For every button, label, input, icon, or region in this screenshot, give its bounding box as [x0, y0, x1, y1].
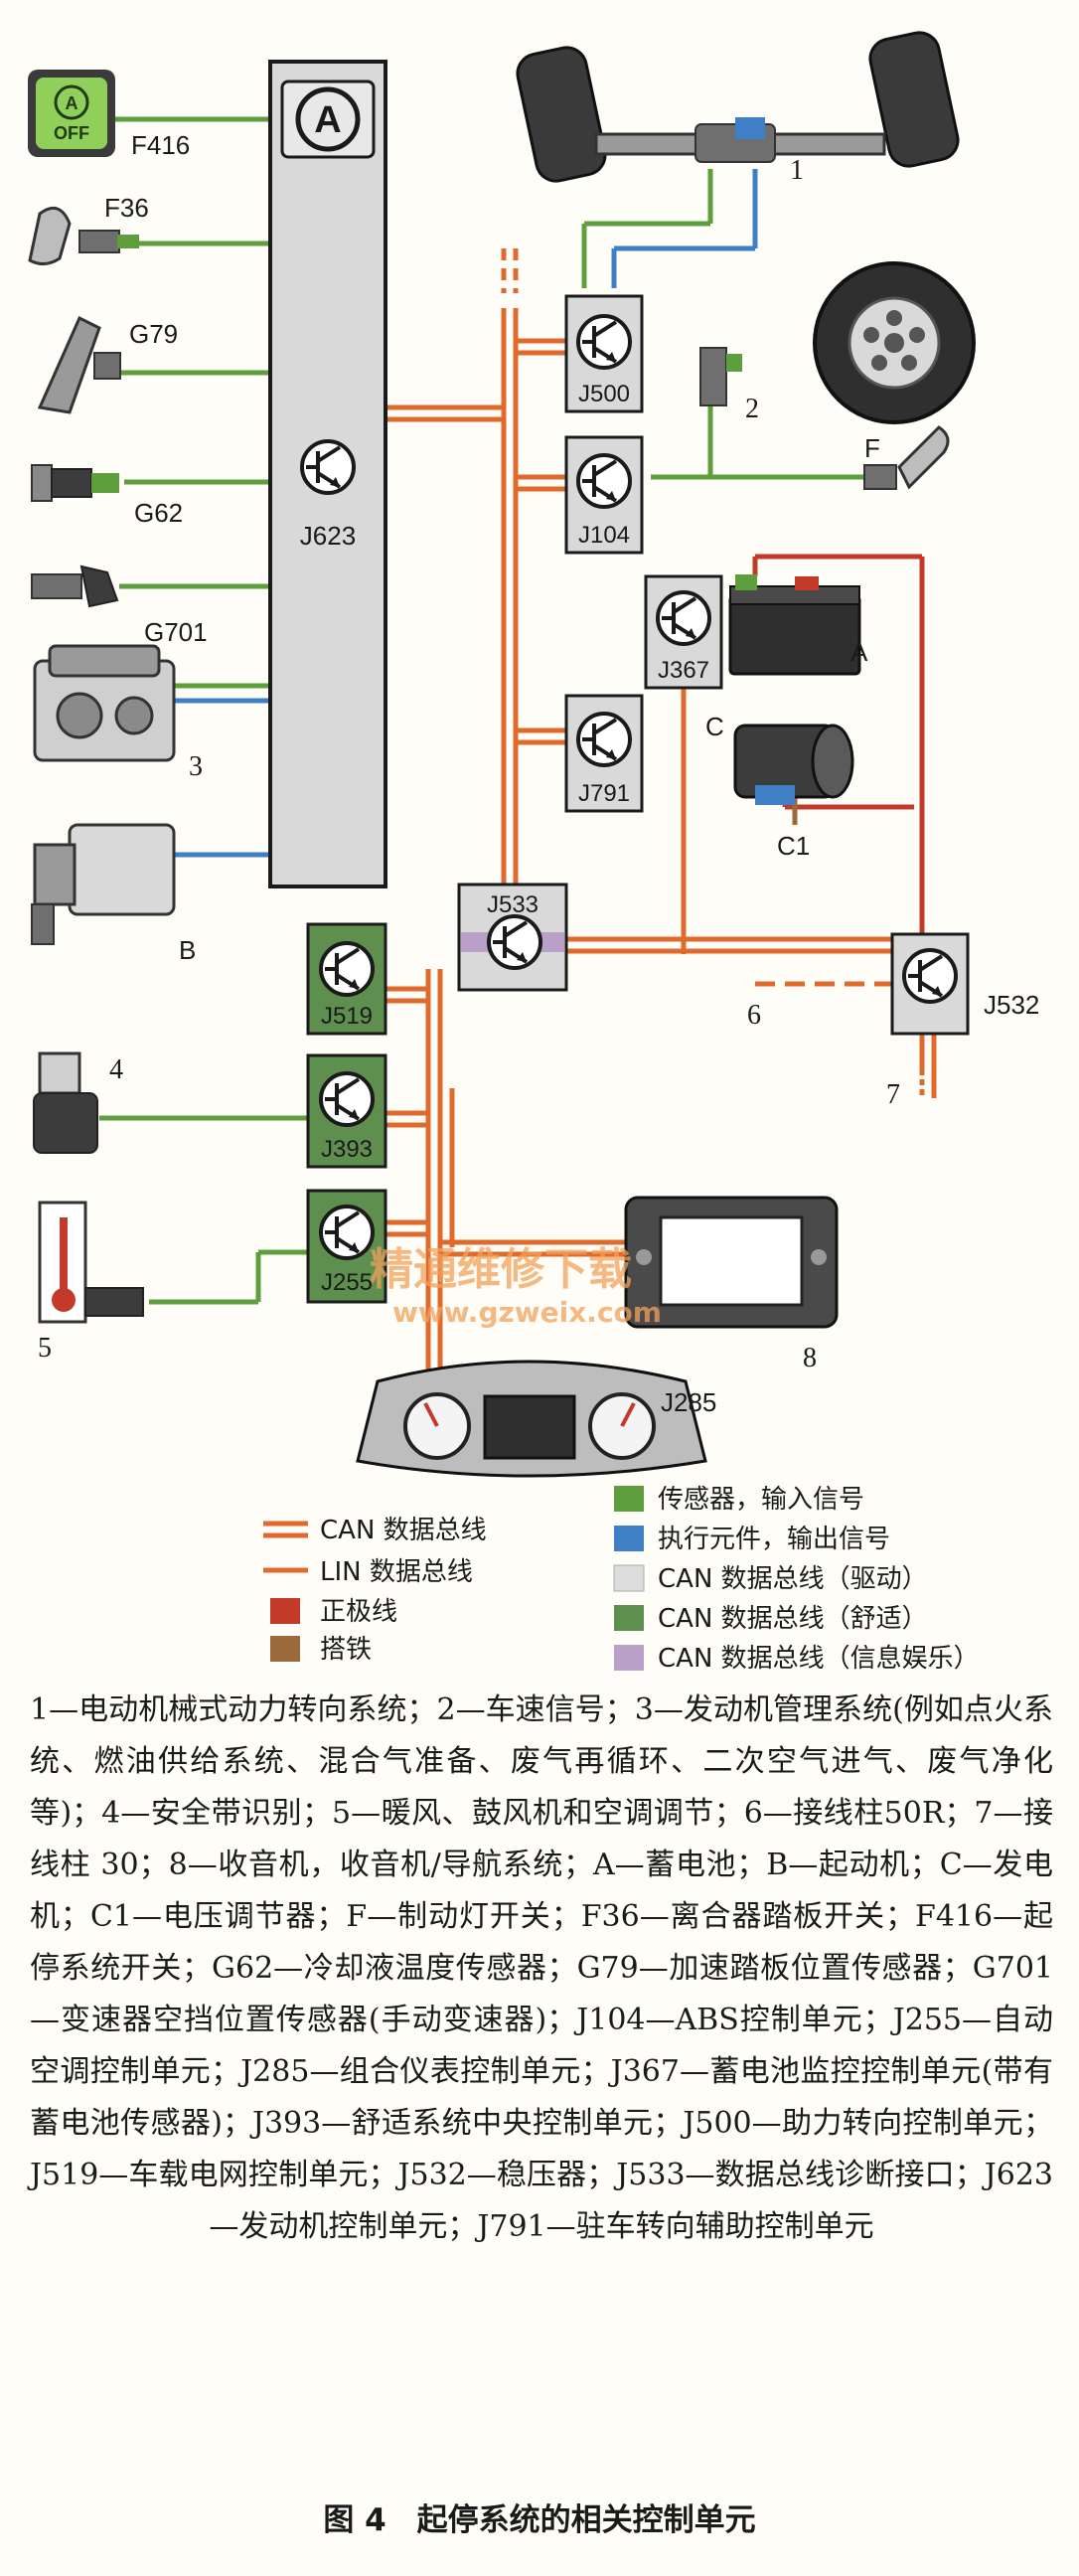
label-j532: J532: [984, 990, 1039, 1020]
j791-ecu: J791: [564, 694, 644, 813]
label-1: 1: [790, 155, 804, 186]
label-f: F: [864, 433, 880, 463]
j519-ecu: J519: [306, 922, 387, 1036]
neutral-position-sensor-icon: [31, 564, 119, 608]
j533-gateway: J533: [457, 883, 568, 992]
label-j791: J791: [578, 780, 630, 807]
svg-text:A: A: [314, 99, 341, 141]
label-j393: J393: [321, 1136, 373, 1163]
label-c1: C1: [777, 831, 810, 861]
can-bus-lines: [385, 248, 937, 1369]
radio-navigation-icon: [624, 1196, 839, 1329]
engine-icon: [33, 644, 176, 762]
accelerator-pedal-icon: [37, 315, 121, 414]
label-j255: J255: [321, 1269, 373, 1296]
label-7: 7: [886, 1079, 900, 1110]
label-c: C: [705, 712, 724, 741]
j255-ecu: J255: [306, 1189, 387, 1304]
watermark-url: www.gzweix.com: [392, 1296, 662, 1329]
actuator-wires: [139, 169, 758, 858]
j104-ecu: J104: [564, 435, 644, 555]
j532-ecu: [890, 932, 970, 1036]
label-g701: G701: [144, 617, 208, 647]
label-j104: J104: [578, 522, 630, 549]
label-f416: F416: [131, 130, 190, 160]
label-j623: J623: [300, 521, 356, 551]
legend-lin: LIN 数据总线: [320, 1557, 473, 1587]
label-4: 4: [109, 1054, 123, 1085]
legend-actuator: 执行元件，输出信号: [658, 1525, 890, 1554]
legend-can-info: CAN 数据总线（信息娱乐）: [658, 1644, 980, 1674]
label-8: 8: [803, 1343, 817, 1373]
figure-caption: 1—电动机械式动力转向系统；2—车速信号；3—发动机管理系统(例如点火系统、燃油…: [30, 1692, 1053, 2244]
coolant-temp-sensor-icon: [31, 464, 119, 502]
watermark-text: 精通维修下载: [370, 1244, 632, 1295]
legend-ground: 搭铁: [320, 1635, 372, 1665]
label-3: 3: [189, 751, 203, 782]
positive-wires: [752, 554, 925, 934]
label-g79: G79: [129, 319, 178, 349]
sensor-wires: [99, 116, 864, 1305]
legend: CAN 数据总线 LIN 数据总线 正极线 搭铁 传感器，输入信号 执行元件，输…: [263, 1485, 980, 1674]
brake-light-switch-icon: [863, 425, 950, 490]
label-5: 5: [38, 1333, 52, 1364]
j500-ecu: J500: [564, 294, 644, 413]
label-j500: J500: [578, 381, 630, 407]
label-6: 6: [747, 1000, 761, 1031]
wheel-icon: [813, 261, 976, 424]
label-j367: J367: [658, 657, 709, 684]
legend-can-drive: CAN 数据总线（驱动）: [658, 1564, 928, 1594]
label-b: B: [179, 935, 196, 965]
label-a: A: [850, 637, 868, 667]
clutch-pedal-switch-icon: [28, 206, 139, 265]
label-f36: F36: [104, 193, 149, 223]
climate-thermometer-icon: [38, 1201, 144, 1324]
svg-text:A: A: [66, 93, 78, 113]
alternator-icon: [733, 724, 854, 805]
label-j533: J533: [487, 891, 539, 918]
label-g62: G62: [134, 498, 183, 528]
label-2: 2: [745, 394, 759, 424]
j367-ecu: J367: [644, 574, 723, 690]
j623-ecu: A J623: [268, 60, 387, 888]
label-j519: J519: [321, 1003, 373, 1030]
legend-sensor: 传感器，输入信号: [658, 1485, 864, 1515]
starter-motor-icon: [31, 823, 176, 945]
speed-sensor-icon: [699, 347, 742, 406]
label-j285: J285: [661, 1387, 716, 1417]
legend-can: CAN 数据总线: [320, 1516, 487, 1545]
figure-title: 图 4 起停系统的相关控制单元: [323, 2502, 756, 2538]
off-text: OFF: [54, 123, 89, 143]
instrument-cluster-icon: [356, 1360, 707, 1478]
start-stop-switch-icon: A OFF: [28, 70, 115, 157]
legend-positive: 正极线: [320, 1597, 397, 1627]
wiring-diagram: A J623 J500 J104 J367 J791 J533 J519: [28, 31, 1039, 1674]
battery-icon: [728, 574, 861, 676]
legend-can-comfort: CAN 数据总线（舒适）: [658, 1604, 928, 1634]
seatbelt-icon: [33, 1051, 98, 1154]
j393-ecu: J393: [306, 1053, 387, 1169]
steering-system-icon: [516, 31, 960, 183]
